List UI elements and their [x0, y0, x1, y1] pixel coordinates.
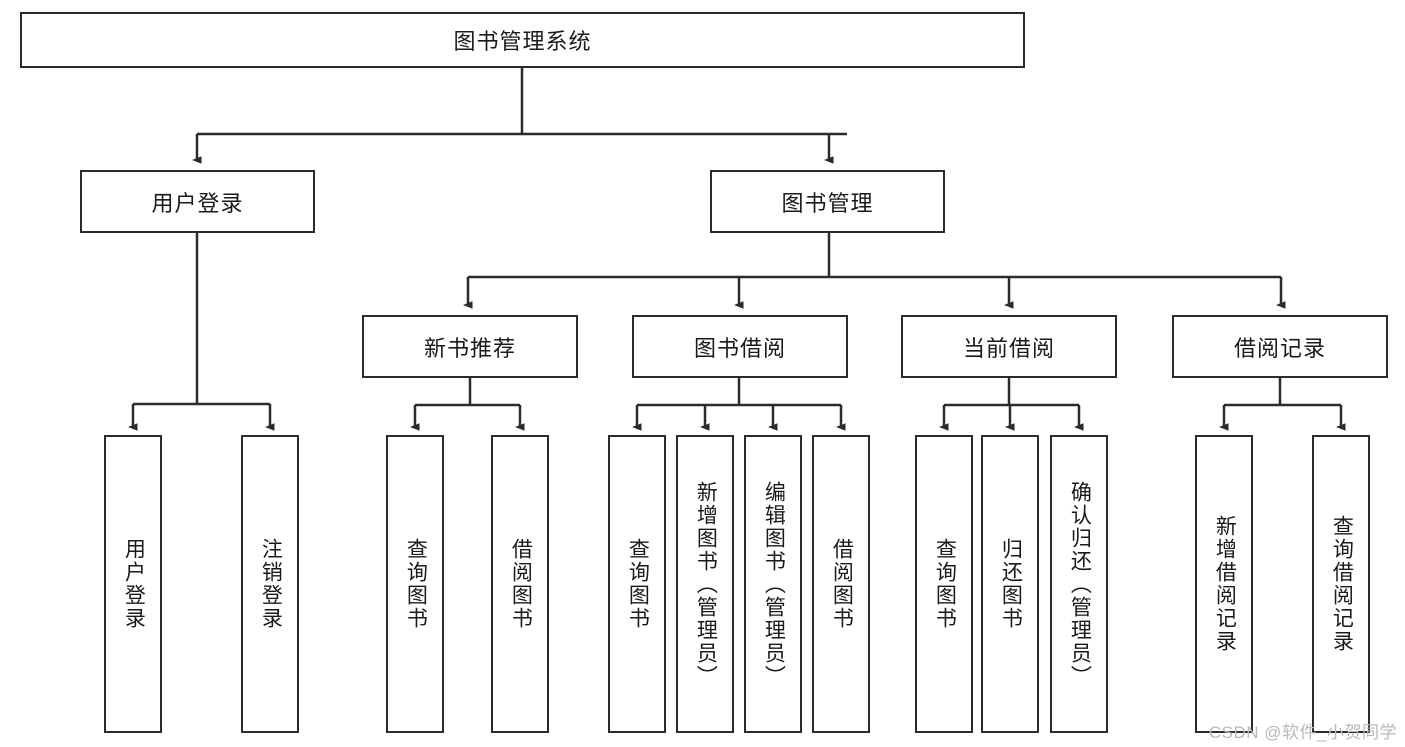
node-root-book-management-system[interactable]: 图书管理系统 — [20, 12, 1025, 68]
leaf-current-borrow-confirm-return-admin[interactable]: 确认归还（管理员） — [1050, 435, 1108, 733]
node-label: 用户登录 — [122, 538, 146, 630]
node-label: 查询图书 — [404, 538, 428, 630]
node-label: 查询图书 — [933, 538, 957, 630]
node-borrow-records[interactable]: 借阅记录 — [1172, 315, 1388, 378]
node-book-borrow[interactable]: 图书借阅 — [632, 315, 848, 378]
node-label: 图书管理 — [781, 190, 874, 216]
node-label: 注销登录 — [259, 538, 283, 630]
leaf-user-login-login[interactable]: 用户登录 — [104, 435, 162, 733]
node-book-management[interactable]: 图书管理 — [710, 170, 945, 233]
leaf-current-borrow-query-book[interactable]: 查询图书 — [915, 435, 973, 733]
leaf-borrow-records-add-record[interactable]: 新增借阅记录 — [1195, 435, 1253, 733]
node-label: 新增借阅记录 — [1213, 515, 1237, 653]
node-current-borrow[interactable]: 当前借阅 — [901, 315, 1117, 378]
node-label: 借阅记录 — [1233, 335, 1326, 361]
node-label: 新增图书（管理员） — [694, 480, 718, 688]
leaf-new-book-query-book[interactable]: 查询图书 — [386, 435, 444, 733]
node-label: 图书借阅 — [693, 335, 786, 361]
node-label: 借阅图书 — [509, 538, 533, 630]
node-label: 确认归还（管理员） — [1068, 480, 1092, 688]
leaf-book-borrow-borrow-book[interactable]: 借阅图书 — [812, 435, 870, 733]
node-label: 查询借阅记录 — [1330, 515, 1354, 653]
node-label: 当前借阅 — [962, 335, 1055, 361]
node-label: 查询图书 — [626, 538, 650, 630]
leaf-book-borrow-edit-book-admin[interactable]: 编辑图书（管理员） — [744, 435, 802, 733]
leaf-borrow-records-query-record[interactable]: 查询借阅记录 — [1312, 435, 1370, 733]
leaf-user-login-logout[interactable]: 注销登录 — [241, 435, 299, 733]
leaf-new-book-borrow-book[interactable]: 借阅图书 — [491, 435, 549, 733]
node-user-login[interactable]: 用户登录 — [80, 170, 315, 233]
leaf-book-borrow-add-book-admin[interactable]: 新增图书（管理员） — [676, 435, 734, 733]
node-label: 新书推荐 — [423, 335, 516, 361]
leaf-current-borrow-return-book[interactable]: 归还图书 — [981, 435, 1039, 733]
node-new-book-recommend[interactable]: 新书推荐 — [362, 315, 578, 378]
watermark: CSDN @软件_小贺同学 — [1208, 723, 1397, 742]
node-label: 编辑图书（管理员） — [762, 480, 786, 688]
node-label: 借阅图书 — [830, 538, 854, 630]
node-label: 图书管理系统 — [453, 29, 592, 54]
node-label: 用户登录 — [151, 190, 244, 216]
leaf-book-borrow-query-book[interactable]: 查询图书 — [608, 435, 666, 733]
node-label: 归还图书 — [999, 538, 1023, 630]
